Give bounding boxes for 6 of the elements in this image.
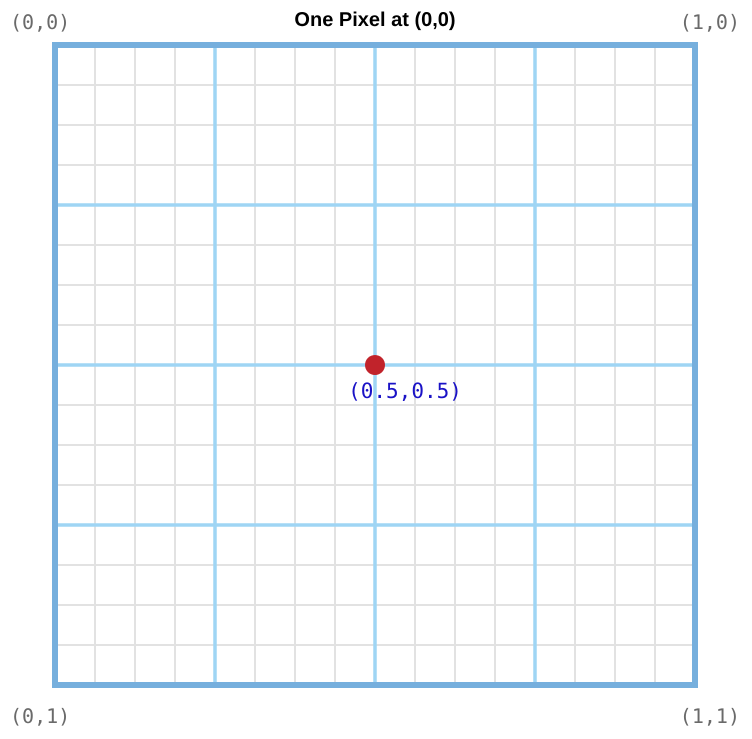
coordinate-label: (0,0) xyxy=(10,12,70,32)
coordinate-label: (1,1) xyxy=(680,706,740,726)
coordinate-label: (0,1) xyxy=(10,706,70,726)
coordinate-label: (0.5,0.5) xyxy=(348,381,462,402)
diagram-title: One Pixel at (0,0) xyxy=(294,10,456,30)
coordinate-label: (1,0) xyxy=(680,12,740,32)
